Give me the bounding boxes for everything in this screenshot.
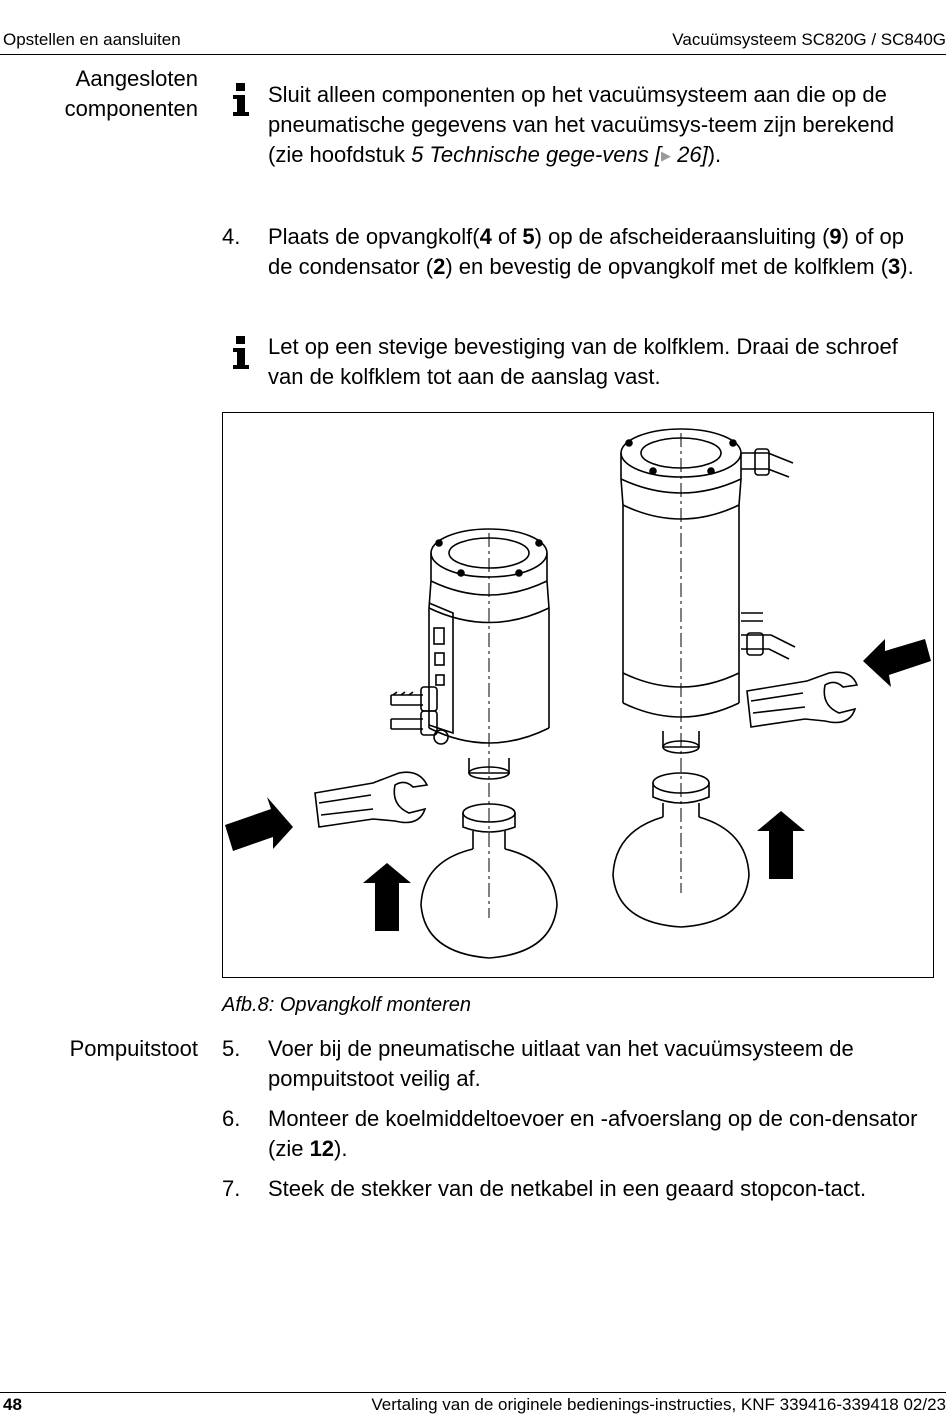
info-icon bbox=[233, 83, 249, 116]
header-product-title: Vacuümsysteem SC820G / SC840G bbox=[672, 30, 946, 49]
arrow-right-icon bbox=[225, 797, 293, 851]
footer-document-info: Vertaling van de originele bedienings-in… bbox=[371, 1395, 946, 1414]
side-label-connected-components: Aangesloten componenten bbox=[64, 66, 198, 121]
right-flask-clamp bbox=[746, 671, 859, 728]
step-6-number: 6. bbox=[222, 1106, 241, 1131]
step-5-number: 5. bbox=[222, 1036, 241, 1061]
step-6-text: Monteer de koelmiddeltoevoer en -afvoers… bbox=[268, 1106, 918, 1161]
arrow-up-icon bbox=[757, 811, 805, 879]
step-5-text: Voer bij de pneumatische uitlaat van het… bbox=[268, 1036, 854, 1091]
side-label-pump-exhaust: Pompuitstoot bbox=[69, 1036, 198, 1061]
left-separator-unit bbox=[390, 528, 550, 780]
header-section-title: Opstellen en aansluiten bbox=[3, 30, 181, 49]
left-flask-clamp bbox=[314, 771, 429, 828]
figure-caption: Afb.8: Opvangkolf monteren bbox=[222, 994, 472, 1016]
step-7-number: 7. bbox=[222, 1176, 241, 1201]
note-connected-components: Sluit alleen componenten op het vacuümsy… bbox=[268, 82, 895, 167]
figure-illustration bbox=[225, 428, 931, 959]
page-footer: 48 Vertaling van de originele bedienings… bbox=[0, 1392, 946, 1419]
step-4-text: Plaats de opvangkolf(4 of 5) op de afsch… bbox=[268, 224, 914, 279]
note-flask-clamp: Let op een stevige bevestiging van de ko… bbox=[268, 334, 898, 389]
right-condenser-unit bbox=[620, 428, 796, 754]
arrow-left-icon bbox=[863, 639, 931, 687]
page-header: Opstellen en aansluiten Vacuümsysteem SC… bbox=[0, 28, 946, 55]
figure-mount-flask bbox=[222, 412, 934, 978]
arrow-up-icon bbox=[363, 863, 411, 931]
left-flask bbox=[420, 803, 558, 959]
info-icon bbox=[233, 336, 249, 369]
xref-technical-data-link[interactable]: 5 Technische gege-vens [▶ 26] bbox=[411, 142, 708, 167]
step-4-number: 4. bbox=[222, 224, 241, 249]
arrow-icons bbox=[225, 639, 931, 931]
page-number: 48 bbox=[3, 1395, 22, 1414]
step-7-text: Steek de stekker van de netkabel in een … bbox=[268, 1176, 867, 1201]
xref-arrow-icon: ▶ bbox=[660, 148, 671, 163]
